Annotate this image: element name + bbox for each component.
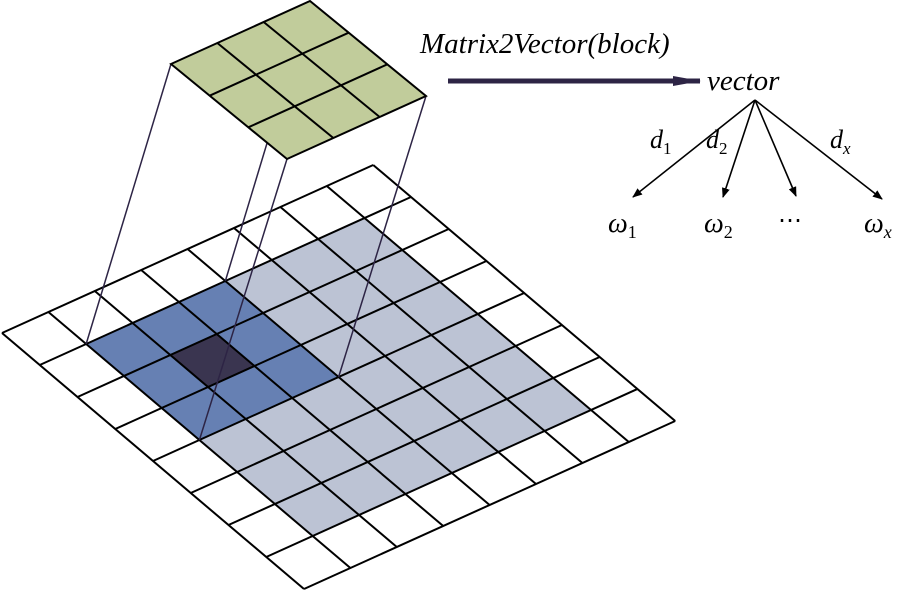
block-grid-line <box>247 63 388 129</box>
grid-cell <box>190 472 275 525</box>
grid-cell <box>234 207 319 260</box>
input-image-grid <box>1 164 676 590</box>
grid-cell <box>153 440 238 493</box>
grid-cell <box>402 229 487 282</box>
region-cell <box>422 367 507 420</box>
block-matrix <box>169 0 428 161</box>
grid-cell <box>451 452 536 505</box>
grid-cell <box>405 473 490 526</box>
grid-cell <box>48 291 133 344</box>
grid-cell <box>94 270 179 323</box>
region-cell <box>431 314 516 367</box>
grid-cell <box>515 325 600 378</box>
region-cell <box>237 451 322 504</box>
window-cell <box>254 345 339 398</box>
d2-label: d2 <box>706 125 728 158</box>
grid-cell <box>141 249 226 302</box>
grid-cell <box>553 357 638 410</box>
region-cell <box>321 462 406 515</box>
edge-arrow-3 <box>754 99 797 197</box>
region-cell <box>245 398 330 451</box>
dx-label: dx <box>830 125 851 158</box>
grid-line <box>265 388 638 558</box>
grid-line <box>279 206 584 464</box>
grid-cell <box>477 293 562 346</box>
region-cell <box>414 420 499 473</box>
grid-cell <box>266 536 351 589</box>
region-cell <box>309 271 394 324</box>
region-cell <box>460 399 545 452</box>
grid-cell <box>440 261 525 314</box>
grid-line <box>326 185 630 443</box>
grid-line <box>228 356 601 526</box>
region-cell <box>385 335 470 388</box>
grid-line <box>303 420 676 590</box>
region-cell <box>376 388 461 441</box>
block-grid-line <box>209 31 350 97</box>
grid-line <box>233 227 537 485</box>
region-cell <box>283 430 368 483</box>
region-cell <box>338 356 423 409</box>
grid-cell <box>39 344 124 397</box>
window-cell <box>123 355 209 408</box>
grid-cell <box>364 197 449 250</box>
region-cell <box>329 409 415 462</box>
edge-arrow-1 <box>632 99 756 198</box>
region-cell <box>367 441 452 494</box>
window-cell <box>161 387 246 440</box>
center-cell <box>170 334 255 387</box>
grid-cell <box>359 494 444 547</box>
region-cell <box>263 292 348 345</box>
window-cell <box>132 302 217 355</box>
grid-cell <box>312 515 397 568</box>
window-cell <box>86 323 171 376</box>
grid-cell <box>228 504 313 557</box>
region-cell <box>300 324 385 377</box>
w1-label: ω1 <box>608 208 637 242</box>
projection-line <box>337 95 427 378</box>
projection-line <box>198 158 288 441</box>
grid-line <box>372 164 676 422</box>
vector-label: vector <box>707 65 780 97</box>
block-grid-line <box>263 21 381 118</box>
region-cell <box>274 483 360 536</box>
block-grid-line <box>216 42 334 139</box>
w2-label: ω2 <box>704 208 733 242</box>
grid-cell <box>591 389 676 442</box>
window-cell <box>216 313 301 366</box>
region-cell <box>199 419 284 472</box>
grid-cell <box>187 228 272 281</box>
grid-cell <box>77 376 162 429</box>
grid-cell <box>115 408 200 461</box>
region-cell <box>271 239 356 292</box>
matrix2vector-title: Matrix2Vector(block) <box>419 28 670 60</box>
region-cell <box>318 218 403 271</box>
grid-cell <box>544 410 629 463</box>
grid-line <box>190 324 563 494</box>
grid-cell <box>326 165 411 218</box>
block-fill <box>169 0 428 161</box>
projection-line <box>85 63 172 345</box>
region-cell <box>347 303 432 356</box>
region-cell <box>393 282 478 335</box>
grid-cell <box>498 431 583 484</box>
region-cell <box>225 260 310 313</box>
region-cell <box>469 346 554 399</box>
region-cell <box>355 250 441 303</box>
d1-label: d1 <box>650 125 672 158</box>
edge-arrow-4 <box>754 99 883 200</box>
window-cell <box>208 366 293 419</box>
region-cell <box>506 378 592 431</box>
ellipsis-label: ⋯ <box>778 208 802 234</box>
grid-cell <box>2 312 87 365</box>
wx-label: ωx <box>864 208 892 242</box>
region-cell <box>292 377 377 430</box>
edge-arrow-2 <box>722 99 756 198</box>
grid-cell <box>280 186 365 239</box>
weight-tree: d1 d2 dx ω1 ω2 ⋯ ωx <box>608 99 892 242</box>
window-cell <box>178 281 264 334</box>
